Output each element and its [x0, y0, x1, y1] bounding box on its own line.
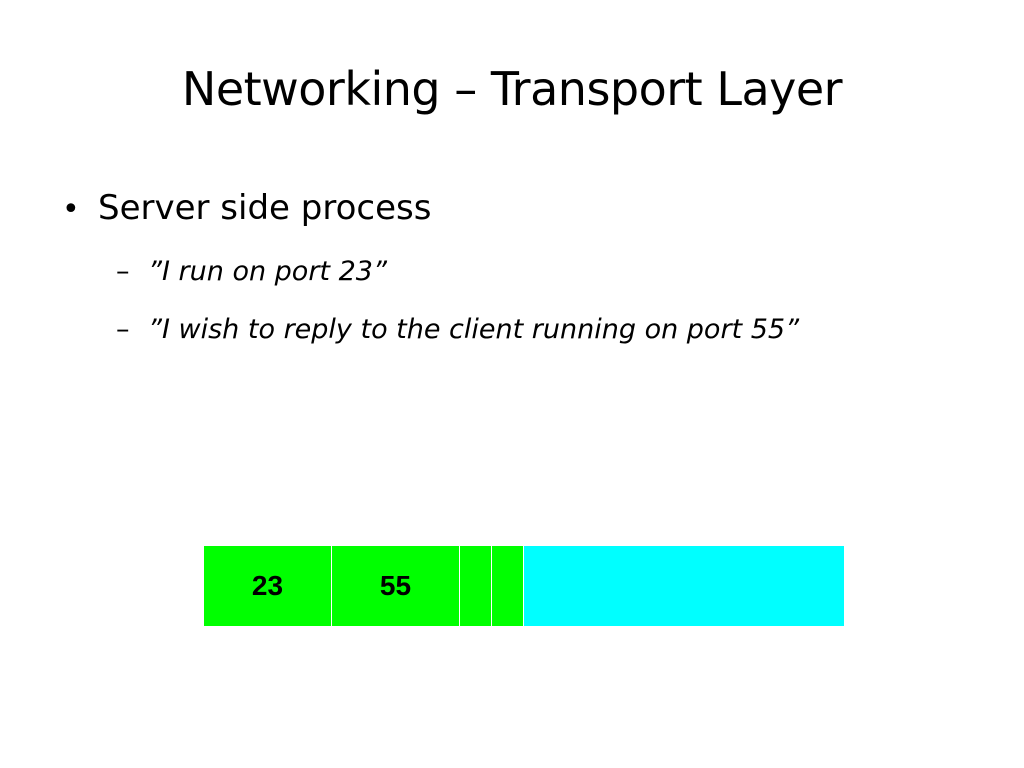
- sub-item-port: – ”I run on port 23”: [116, 256, 387, 288]
- dash-icon: –: [116, 314, 130, 345]
- packet-destination-port-field: 55: [332, 546, 460, 626]
- sub-item-text: ”I run on port 23”: [148, 256, 387, 287]
- sub-item-text: ”I wish to reply to the client running o…: [148, 314, 800, 345]
- sub-item-reply: – ”I wish to reply to the client running…: [116, 314, 799, 346]
- packet-header-field: [492, 546, 524, 626]
- packet-source-port-field: 23: [204, 546, 332, 626]
- packet-diagram: 23 55: [204, 546, 844, 626]
- dash-icon: –: [116, 256, 130, 287]
- bullet-text: Server side process: [98, 188, 432, 228]
- bullet-icon: •: [62, 192, 80, 227]
- packet-payload-field: [524, 546, 844, 626]
- slide-title: Networking – Transport Layer: [181, 62, 843, 116]
- packet-header-field: [460, 546, 492, 626]
- bullet-item: • Server side process: [62, 188, 431, 229]
